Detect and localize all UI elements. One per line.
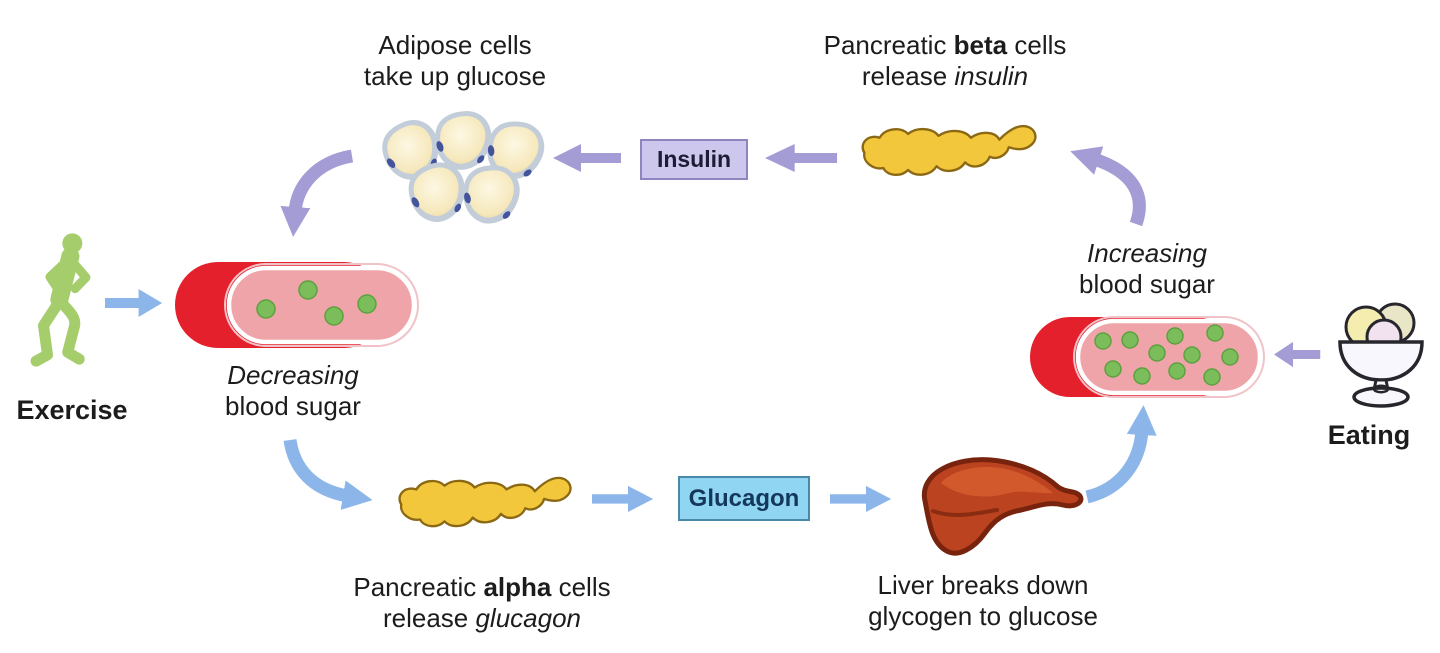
glucose-dot <box>1168 362 1186 380</box>
arrow-increasing-to-beta <box>1070 146 1146 227</box>
arrow-beta-to-insulin <box>765 144 838 172</box>
glucose-dots-low <box>256 280 377 326</box>
exercise-label: Exercise <box>16 395 128 425</box>
arrow-adipose-to-decreasing <box>280 149 354 237</box>
glucose-dot <box>1183 346 1201 364</box>
arrow-decreasing-to-alpha <box>283 438 373 510</box>
glucose-dot <box>256 299 276 319</box>
glucose-dot <box>1221 348 1239 366</box>
arrow-eating-to-vessel <box>1274 341 1321 368</box>
adipose-label: Adipose cells take up glucose <box>363 30 547 91</box>
glucose-dot <box>298 280 318 300</box>
blood-vessel-increasing-icon <box>1030 316 1265 398</box>
glucose-dot <box>1121 331 1139 349</box>
adipose-cells-icon <box>376 108 551 229</box>
glucose-dot <box>324 306 344 326</box>
insulin-box: Insulin <box>640 139 748 180</box>
glucose-dot <box>1166 327 1184 345</box>
pancreas-alpha-icon <box>398 476 572 528</box>
arrow-exercise-to-vessel <box>105 289 163 317</box>
glucose-dot <box>1133 367 1151 385</box>
glucose-dot <box>1148 344 1166 362</box>
alpha-cells-label: Pancreatic alpha cells release glucagon <box>353 572 611 633</box>
glucose-dot <box>1206 324 1224 342</box>
liver-label: Liver breaks down glycogen to glucose <box>868 570 1098 631</box>
liver-icon <box>921 457 1084 556</box>
glucose-dots-high <box>1094 324 1239 386</box>
running-person-icon <box>30 233 91 367</box>
glucagon-box: Glucagon <box>678 476 810 521</box>
ice-cream-bowl-icon <box>1338 302 1424 408</box>
arrow-glucagon-to-liver <box>830 485 892 512</box>
increasing-blood-sugar-label: Increasing blood sugar <box>1079 238 1215 299</box>
pancreas-beta-icon <box>861 124 1037 177</box>
glucose-dot <box>1094 332 1112 350</box>
glucose-dot <box>1104 360 1122 378</box>
eating-label: Eating <box>1327 420 1411 450</box>
glucose-dot <box>357 294 377 314</box>
arrow-alpha-to-glucagon <box>592 485 654 512</box>
arrow-liver-to-increasing <box>1085 405 1157 504</box>
decreasing-blood-sugar-label: Decreasing blood sugar <box>225 360 361 421</box>
beta-cells-label: Pancreatic beta cells release insulin <box>823 30 1067 91</box>
arrow-insulin-to-adipose <box>553 144 621 172</box>
glucose-dot <box>1203 368 1221 386</box>
blood-vessel-decreasing-icon <box>175 262 419 348</box>
